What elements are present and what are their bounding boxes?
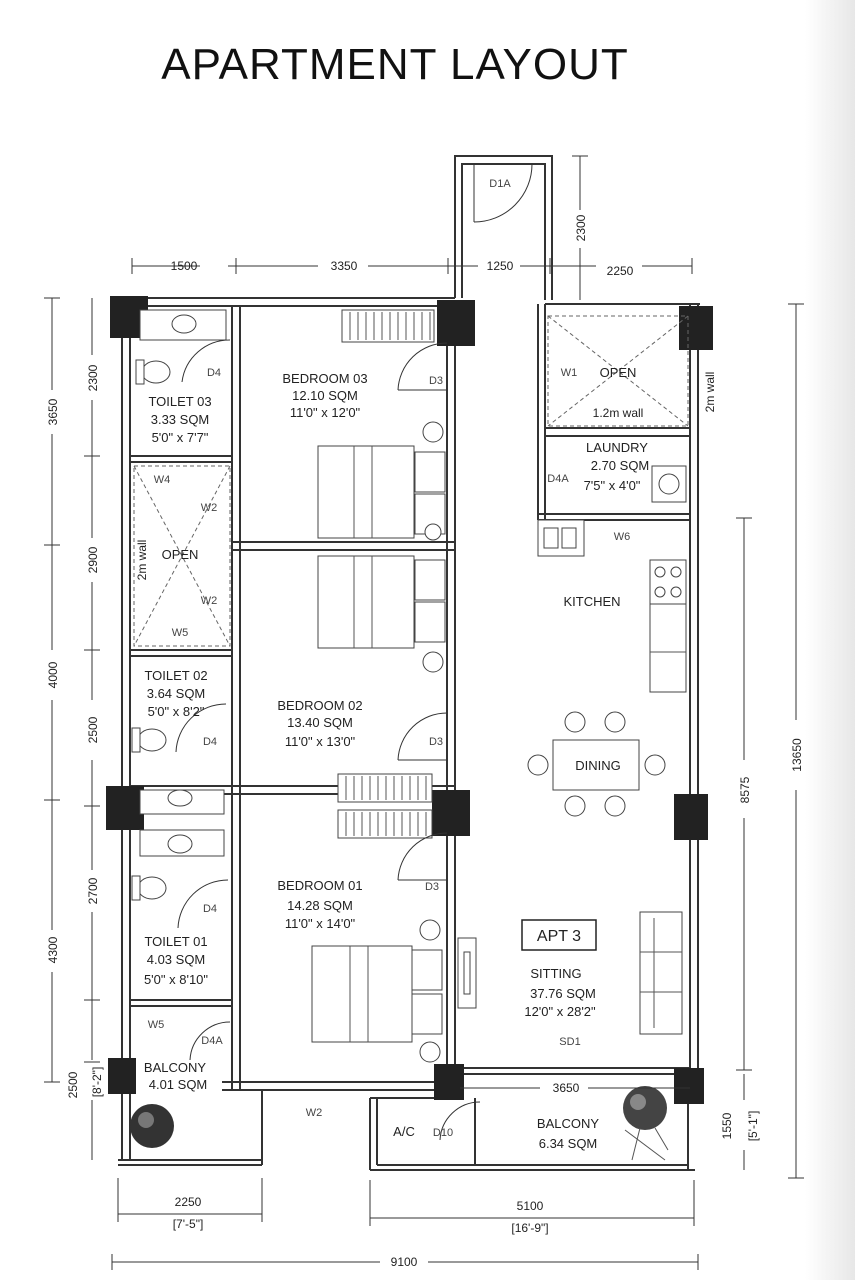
columns	[106, 296, 713, 1104]
bedroom02-name: BEDROOM 02	[277, 698, 362, 713]
dim-right-1550: 1550	[720, 1112, 734, 1139]
toilet03-name: TOILET 03	[148, 394, 211, 409]
dim-right-2300-top: 2300	[574, 214, 588, 241]
toilet03-area: 3.33 SQM	[151, 412, 210, 427]
balcony-left-area: 4.01 SQM	[149, 1077, 208, 1092]
apt-badge: APT 3	[537, 928, 581, 945]
tag-d4a-balcony: D4A	[201, 1035, 223, 1047]
dimension-lines	[44, 155, 804, 1270]
tag-w2-b: W2	[201, 595, 218, 607]
bedroom02-size: 11'0" x 13'0"	[285, 734, 356, 749]
walls	[118, 155, 700, 1171]
tag-w6: W6	[614, 531, 631, 543]
open-right-note: 1.2m wall	[593, 406, 644, 420]
dim-top-3350: 3350	[331, 259, 358, 273]
tag-sd1: SD1	[559, 1036, 580, 1048]
toilet01-area: 4.03 SQM	[147, 952, 206, 967]
ac-name: A/C	[393, 1124, 415, 1139]
toilet02-size: 5'0" x 8'2"	[148, 704, 205, 719]
dim-left-4000: 4000	[46, 661, 60, 688]
open-left-note: 2m wall	[135, 540, 149, 581]
tag-w5-b: W5	[148, 1019, 165, 1031]
sitting-name: SITTING	[530, 966, 581, 981]
dining-name: DINING	[575, 758, 621, 773]
tag-d4a-laundry: D4A	[547, 473, 569, 485]
tag-w2-a: W2	[201, 502, 218, 514]
plants	[130, 1086, 669, 1161]
balcony-left-name: BALCONY	[144, 1060, 206, 1075]
dim-bot-5100: 5100	[517, 1199, 544, 1213]
bedroom03-area: 12.10 SQM	[292, 388, 358, 403]
dim-left-2900: 2900	[86, 546, 100, 573]
toilet02-name: TOILET 02	[144, 668, 207, 683]
right-wall-note: 2m wall	[703, 372, 717, 413]
toilet-fixtures	[131, 309, 227, 901]
dim-bot-5100-imp: [16'-9"]	[511, 1221, 548, 1235]
toilet01-size: 5'0" x 8'10"	[144, 972, 208, 987]
dim-top-1500: 1500	[171, 259, 198, 273]
bedroom03-name: BEDROOM 03	[282, 371, 367, 386]
balcony-right-area: 6.34 SQM	[539, 1136, 598, 1151]
tag-w4: W4	[154, 474, 171, 486]
sitting-size: 12'0" x 28'2"	[524, 1004, 596, 1019]
dim-right-13650: 13650	[790, 738, 804, 772]
dim-bot-2250-imp: [7'-5"]	[173, 1217, 204, 1231]
bedroom02-area: 13.40 SQM	[287, 715, 353, 730]
dim-left-2500b: 2500	[86, 716, 100, 743]
tag-d10: D10	[433, 1127, 453, 1139]
tag-w2-c: W2	[306, 1107, 323, 1119]
tag-d1a: D1A	[489, 178, 511, 190]
dim-mid-3650: 3650	[553, 1081, 580, 1095]
bedroom03-size: 11'0" x 12'0"	[290, 405, 361, 420]
dim-top-2250: 2250	[607, 264, 634, 278]
dim-bot-9100: 9100	[391, 1255, 418, 1269]
beds	[311, 421, 446, 1063]
doors	[175, 163, 533, 1141]
bedroom01-area: 14.28 SQM	[287, 898, 353, 913]
open-right-name: OPEN	[600, 365, 637, 380]
dim-top-1250: 1250	[487, 259, 514, 273]
open-areas	[133, 315, 689, 647]
balcony-right-name: BALCONY	[537, 1116, 599, 1131]
open-left-name: OPEN	[162, 547, 199, 562]
toilet02-area: 3.64 SQM	[147, 686, 206, 701]
bedroom01-size: 11'0" x 14'0"	[285, 916, 356, 931]
dim-left-2500: 2500	[66, 1071, 80, 1098]
tag-d3-b2: D3	[429, 736, 443, 748]
bedroom01-name: BEDROOM 01	[277, 878, 362, 893]
tag-w1: W1	[561, 367, 578, 379]
sitting-area: 37.76 SQM	[530, 986, 596, 1001]
laundry-area: 2.70 SQM	[591, 458, 650, 473]
dim-left-2300: 2300	[86, 364, 100, 391]
dim-right-imp: [5'-1"]	[746, 1111, 760, 1142]
tag-d3-b1: D3	[425, 881, 439, 893]
dim-right-8575: 8575	[738, 776, 752, 803]
tag-d3-b3: D3	[429, 375, 443, 387]
toilet01-name: TOILET 01	[144, 934, 207, 949]
tag-w5-a: W5	[172, 627, 189, 639]
kitchen-fixtures	[457, 465, 687, 1035]
dim-bot-2250: 2250	[175, 1195, 202, 1209]
kitchen-name: KITCHEN	[563, 594, 620, 609]
tag-d4-t3: D4	[207, 367, 221, 379]
dim-left-imp: [8'-2"]	[90, 1067, 104, 1098]
tag-d4-t2: D4	[203, 736, 217, 748]
page-title: APARTMENT LAYOUT	[161, 40, 629, 89]
wardrobes	[337, 309, 435, 839]
dim-left-4300: 4300	[46, 936, 60, 963]
dim-left-2700: 2700	[86, 877, 100, 904]
laundry-name: LAUNDRY	[586, 440, 648, 455]
toilet03-size: 5'0" x 7'7"	[152, 430, 209, 445]
apt-badge-box	[521, 919, 597, 951]
page-edge-shadow	[805, 0, 855, 1280]
tag-d4-t1: D4	[203, 903, 217, 915]
laundry-size: 7'5" x 4'0"	[584, 478, 641, 493]
dim-left-3650: 3650	[46, 398, 60, 425]
